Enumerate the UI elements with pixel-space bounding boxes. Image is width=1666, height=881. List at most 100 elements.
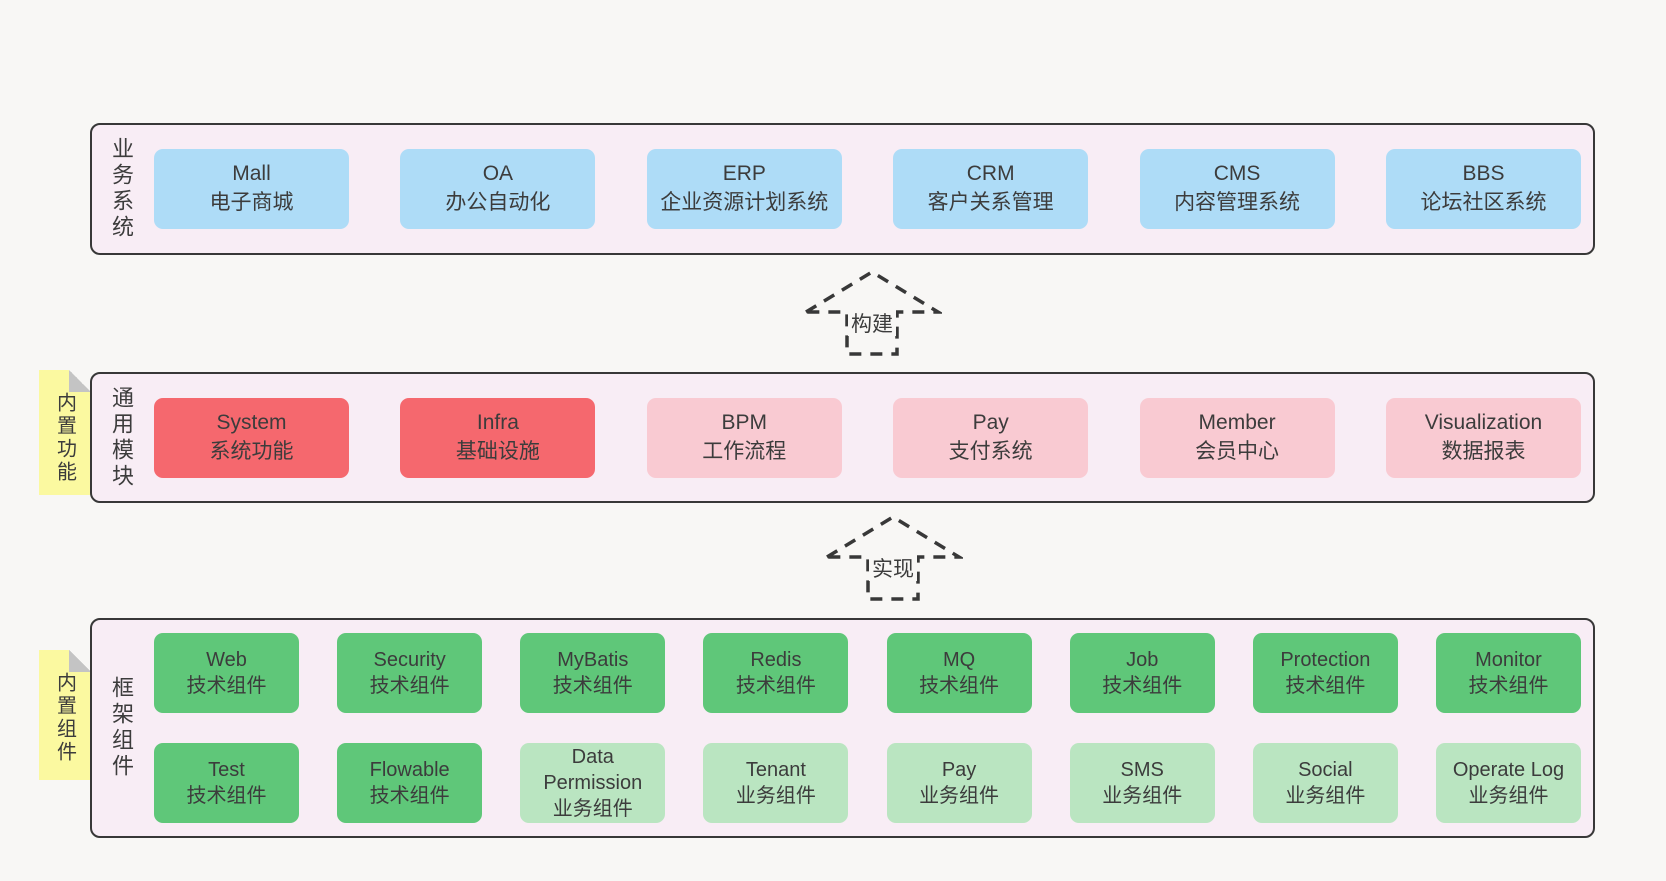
card-subtitle: 系统功能 (209, 439, 294, 463)
card-title: Member (1198, 410, 1276, 434)
card-subtitle: 业务组件 (1285, 785, 1366, 807)
implement-arrow-icon: 实现 (823, 511, 963, 603)
card-row: Web 技术组件 Security 技术组件 MyBatis 技术组件 Redi… (154, 633, 1581, 713)
card-subtitle: 业务组件 (735, 785, 816, 807)
card-bpm: BPM 工作流程 (646, 397, 842, 478)
card-row: System 系统功能 Infra 基础设施 BPM 工作流程 Pay 支付系统… (154, 397, 1581, 478)
card-subtitle: 业务组件 (1468, 785, 1549, 807)
card-subtitle: 业务组件 (919, 785, 1000, 807)
card-row: Test 技术组件 Flowable 技术组件 Data Permission … (154, 743, 1581, 823)
card-title: Flowable (369, 759, 450, 781)
card-protection: Protection 技术组件 (1252, 633, 1398, 713)
card-title: MyBatis (557, 649, 629, 671)
card-mall: Mall 电子商城 (154, 149, 349, 229)
card-title: Visualization (1424, 410, 1543, 434)
card-crm: CRM 客户关系管理 (893, 149, 1089, 229)
card-subtitle: 技术组件 (369, 785, 450, 807)
card-title: Data Permission (543, 746, 643, 794)
card-operate-log: Operate Log 业务组件 (1435, 743, 1581, 823)
card-sms: SMS 业务组件 (1069, 743, 1215, 823)
section-common-modules: 通用模块 System 系统功能 Infra 基础设施 BPM 工作流程 Pay… (90, 372, 1595, 503)
sticky-note-label: 内置组件 (53, 672, 76, 764)
card-subtitle: 业务组件 (552, 798, 633, 820)
card-title: Security (373, 649, 446, 671)
card-title: CMS (1213, 162, 1261, 186)
card-title: System (216, 410, 287, 434)
card-title: Job (1126, 649, 1159, 671)
card-subtitle: 业务组件 (1102, 785, 1183, 807)
card-title: CRM (966, 162, 1015, 186)
card-infra: Infra 基础设施 (400, 397, 596, 478)
card-job: Job 技术组件 (1069, 633, 1215, 713)
card-subtitle: 内容管理系统 (1174, 191, 1301, 214)
card-subtitle: 技术组件 (1285, 675, 1366, 697)
card-flowable: Flowable 技术组件 (337, 743, 483, 823)
card-title: BBS (1462, 162, 1505, 186)
card-redis: Redis 技术组件 (703, 633, 849, 713)
card-test: Test 技术组件 (154, 743, 299, 823)
section-label: 框架组件 (109, 676, 134, 780)
card-subtitle: 技术组件 (552, 675, 633, 697)
card-title: Web (206, 649, 247, 671)
card-mq: MQ 技术组件 (886, 633, 1032, 713)
card-title: ERP (722, 162, 766, 186)
card-subtitle: 支付系统 (948, 439, 1033, 463)
section-label: 通用模块 (109, 385, 134, 490)
card-subtitle: 客户关系管理 (927, 191, 1054, 214)
card-subtitle: 办公自动化 (445, 191, 551, 214)
card-subtitle: 企业资源计划系统 (660, 191, 829, 214)
card-title: OA (482, 162, 514, 186)
card-subtitle: 技术组件 (186, 785, 267, 807)
card-monitor: Monitor 技术组件 (1435, 633, 1581, 713)
card-title: Test (208, 759, 245, 781)
card-visualization: Visualization 数据报表 (1385, 397, 1581, 478)
card-title: Redis (750, 649, 802, 671)
sticky-note-label: 内置功能 (53, 392, 76, 484)
card-tenant: Tenant 业务组件 (703, 743, 849, 823)
section-business-systems: 业务系统 Mall 电子商城 OA 办公自动化 ERP 企业资源计划系统 CRM… (90, 123, 1595, 255)
card-data-permission: Data Permission 业务组件 (520, 743, 666, 823)
card-subtitle: 技术组件 (186, 675, 267, 697)
build-arrow-label: 构建 (851, 313, 893, 336)
card-security: Security 技术组件 (337, 633, 483, 713)
card-title: Infra (476, 410, 519, 434)
card-row: Mall 电子商城 OA 办公自动化 ERP 企业资源计划系统 CRM 客户关系… (154, 149, 1581, 229)
card-subtitle: 技术组件 (1102, 675, 1183, 697)
card-mybatis: MyBatis 技术组件 (520, 633, 666, 713)
card-subtitle: 技术组件 (919, 675, 1000, 697)
card-title: Operate Log (1452, 759, 1565, 781)
card-subtitle: 技术组件 (735, 675, 816, 697)
card-subtitle: 论坛社区系统 (1420, 191, 1547, 214)
sticky-note-built-in-components: 内置组件 (39, 650, 91, 780)
card-system: System 系统功能 (154, 397, 349, 478)
card-pay: Pay 支付系统 (893, 397, 1089, 478)
card-title: Social (1298, 759, 1353, 781)
sticky-note-built-in-functions: 内置功能 (39, 370, 91, 495)
implement-arrow-label: 实现 (872, 558, 914, 581)
card-subtitle: 数据报表 (1441, 439, 1526, 463)
card-member: Member 会员中心 (1139, 397, 1335, 478)
card-title: Tenant (745, 759, 806, 781)
card-subtitle: 会员中心 (1195, 439, 1280, 463)
card-oa: OA 办公自动化 (400, 149, 596, 229)
card-pay-biz: Pay 业务组件 (886, 743, 1032, 823)
card-title: Monitor (1475, 649, 1542, 671)
card-subtitle: 基础设施 (455, 439, 540, 463)
card-title: Pay (941, 759, 977, 781)
card-social: Social 业务组件 (1252, 743, 1398, 823)
card-title: Mall (232, 162, 271, 186)
card-subtitle: 技术组件 (1468, 675, 1549, 697)
card-title: SMS (1120, 759, 1164, 781)
build-arrow-icon: 构建 (802, 266, 942, 358)
card-cms: CMS 内容管理系统 (1139, 149, 1335, 229)
card-title: MQ (942, 649, 976, 671)
card-subtitle: 工作流程 (702, 439, 787, 463)
card-title: BPM (721, 410, 768, 434)
card-subtitle: 电子商城 (209, 191, 294, 214)
card-title: Pay (972, 410, 1009, 434)
card-title: Protection (1280, 649, 1371, 671)
card-erp: ERP 企业资源计划系统 (646, 149, 842, 229)
card-subtitle: 技术组件 (369, 675, 450, 697)
section-framework-components: 框架组件 Web 技术组件 Security 技术组件 MyBatis 技术组件… (90, 618, 1595, 838)
